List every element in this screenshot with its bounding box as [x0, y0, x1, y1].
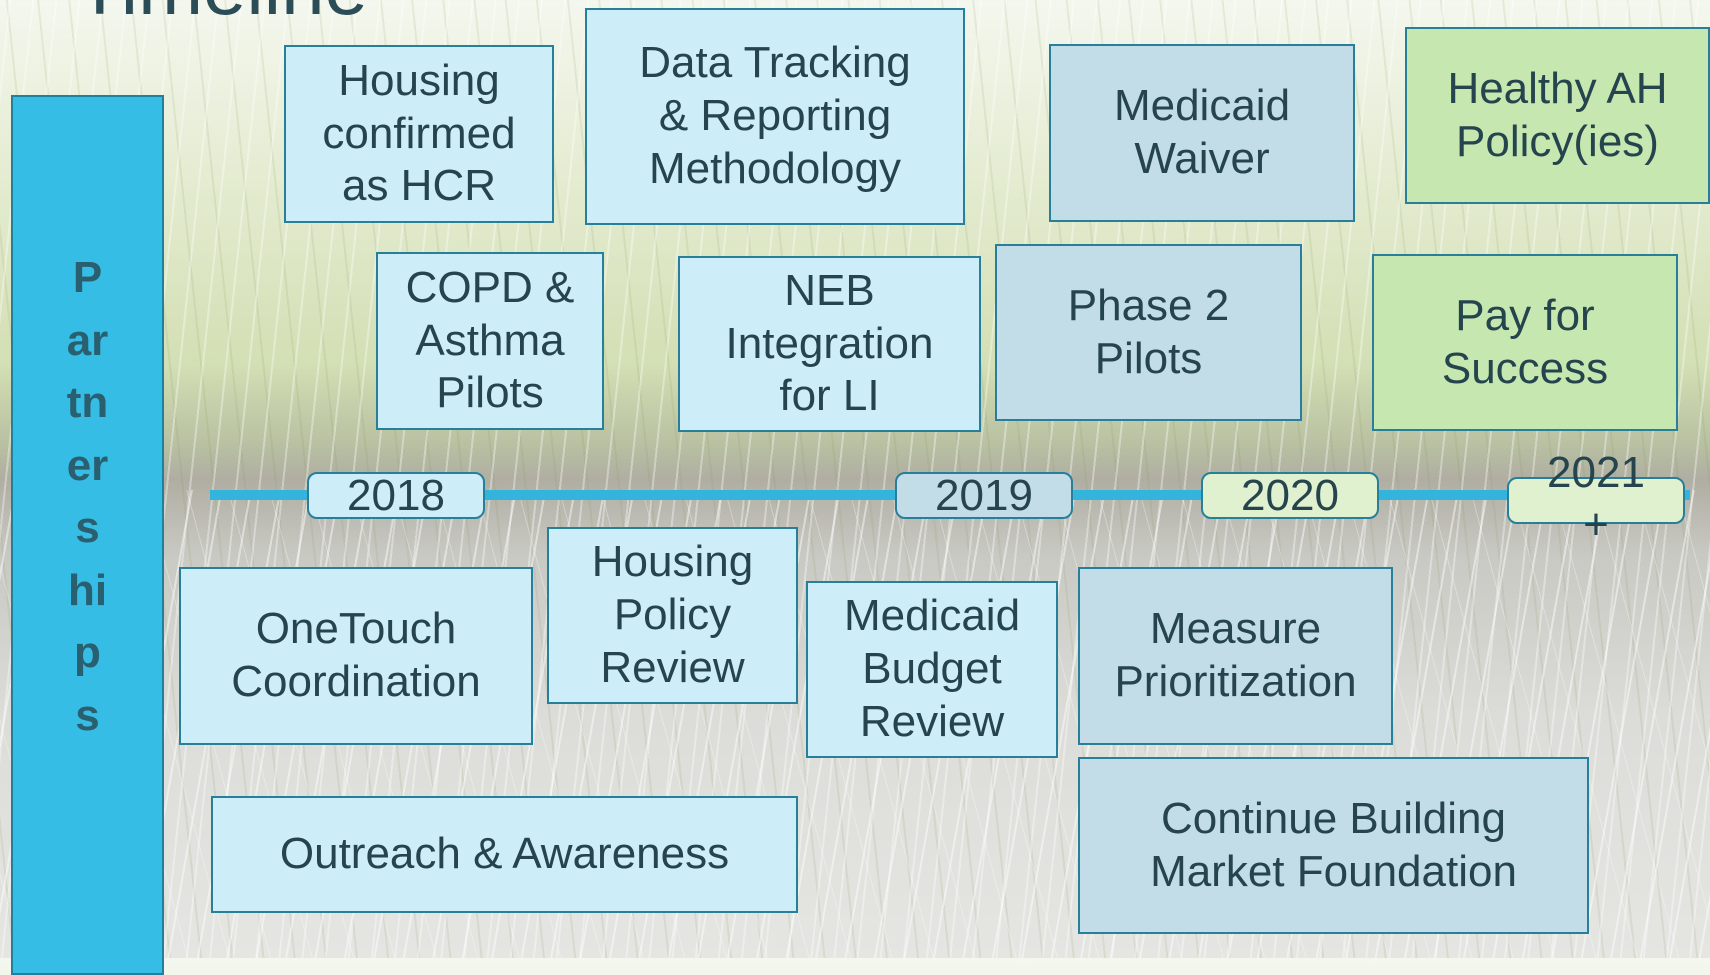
- continue-building-box: Continue Building Market Foundation: [1078, 757, 1589, 934]
- data-tracking-box: Data Tracking & Reporting Methodology: [585, 8, 965, 225]
- medicaid-budget-box: Medicaid Budget Review: [806, 581, 1058, 758]
- medicaid-waiver-box: Medicaid Waiver: [1049, 44, 1355, 222]
- pay-for-success-box: Pay for Success: [1372, 254, 1678, 431]
- year-2020: 2020: [1201, 472, 1379, 519]
- partnerships-bar: Partnerships: [11, 95, 164, 975]
- partnerships-label: Partnerships: [66, 253, 109, 740]
- year-2019: 2019: [895, 472, 1073, 519]
- housing-policy-box: Housing Policy Review: [547, 527, 798, 704]
- housing-hcr-box: Housing confirmed as HCR: [284, 45, 554, 223]
- copd-asthma-box: COPD & Asthma Pilots: [376, 252, 604, 430]
- measure-prioritization-box: Measure Prioritization: [1078, 567, 1393, 745]
- year-2021-box: [1507, 477, 1685, 524]
- phase2-box: Phase 2 Pilots: [995, 244, 1302, 421]
- year-2021: 2021 +: [1547, 448, 1645, 549]
- onetouch-box: OneTouch Coordination: [179, 567, 533, 745]
- neb-integration-box: NEB Integration for LI: [678, 256, 981, 432]
- year-2018: 2018: [307, 472, 485, 519]
- page-title: Timeline: [76, 0, 368, 26]
- outreach-box: Outreach & Awareness: [211, 796, 798, 913]
- healthy-ah-box: Healthy AH Policy(ies): [1405, 27, 1710, 204]
